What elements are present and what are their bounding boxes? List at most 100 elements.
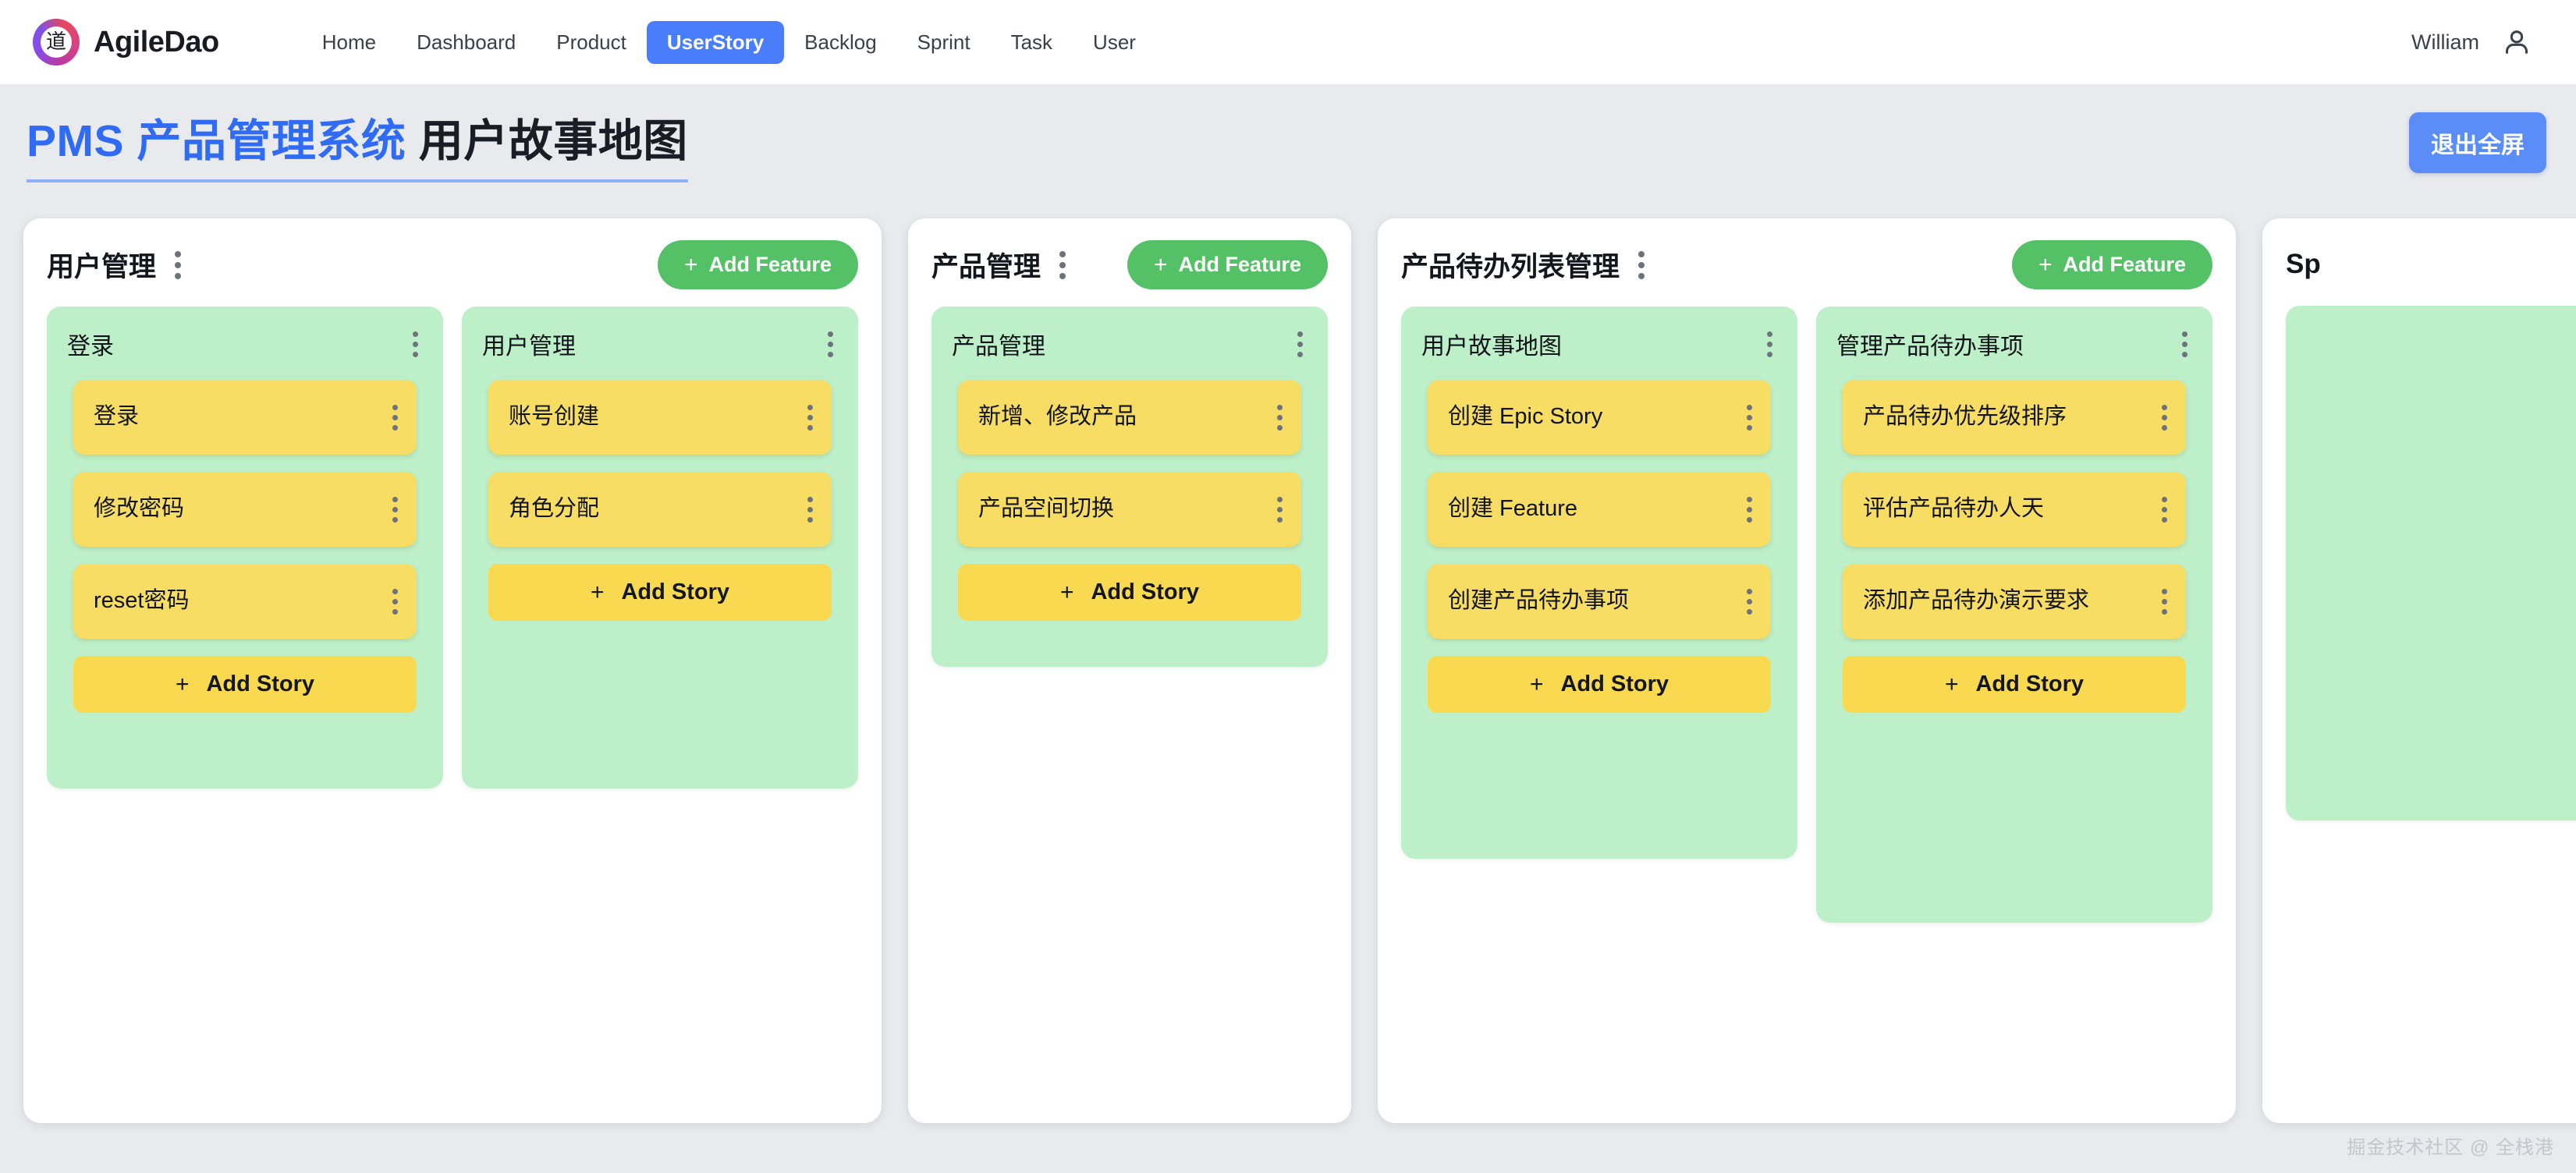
story-title: 产品空间切换 (978, 496, 1115, 522)
add-story-button[interactable]: + Add Story (1843, 656, 2186, 713)
story-card[interactable]: 修改密码 (73, 472, 417, 547)
feature-row: 登录 登录 修改密码 reset密码 + Add Story (47, 307, 858, 788)
feature-column: 产品管理 新增、修改产品 产品空间切换 + Add Story (931, 307, 1328, 667)
plus-icon: + (1944, 671, 1959, 697)
story-menu-icon[interactable] (387, 586, 403, 618)
add-feature-button[interactable]: + Add Feature (2011, 240, 2212, 289)
story-card[interactable]: 创建 Feature (1428, 472, 1771, 547)
add-story-label: Add Story (206, 672, 315, 696)
page-title: PMS 产品管理系统 用户故事地图 (27, 116, 688, 183)
epic-header: 产品待办列表管理 + Add Feature (1401, 240, 2212, 289)
plus-icon: + (683, 251, 698, 278)
feature-menu-icon[interactable] (822, 328, 838, 360)
add-story-label: Add Story (1975, 672, 2085, 696)
epic-header: 产品管理 + Add Feature (931, 240, 1328, 289)
feature-column: 管理产品待办事项 产品待办优先级排序 评估产品待办人天 添加产品待办演示要求 + (1816, 307, 2212, 923)
story-title: 创建 Feature (1448, 496, 1577, 522)
user-name: William (2411, 30, 2479, 54)
feature-header: 管理产品待办事项 (1833, 327, 2195, 361)
nav-link-home[interactable]: Home (321, 30, 377, 54)
story-menu-icon[interactable] (387, 402, 403, 434)
story-title: 登录 (94, 404, 140, 430)
story-menu-icon[interactable] (802, 402, 818, 434)
feature-header: 产品管理 (949, 327, 1311, 361)
user-area[interactable]: William (2411, 27, 2532, 58)
epic-header: 用户管理 + Add Feature (47, 240, 858, 289)
story-menu-icon[interactable] (2156, 586, 2172, 618)
epic-card: 产品管理 + Add Feature 产品管理 新增、修改产品 产品空间切换 (908, 218, 1351, 1123)
epic-menu-icon[interactable] (170, 248, 186, 282)
story-menu-icon[interactable] (1741, 586, 1757, 618)
add-story-button[interactable]: + Add Story (958, 564, 1301, 621)
story-title: 新增、修改产品 (978, 404, 1137, 430)
nav-link-product[interactable]: Product (556, 30, 626, 54)
story-card[interactable]: 评估产品待办人天 (1843, 472, 2186, 547)
page-header: PMS 产品管理系统 用户故事地图 退出全屏 (0, 84, 2576, 209)
plus-icon: + (1059, 579, 1074, 605)
story-title: 产品待办优先级排序 (1863, 404, 2067, 430)
story-menu-icon[interactable] (2156, 402, 2172, 434)
add-story-button[interactable]: + Add Story (1428, 656, 1771, 713)
page-title-primary: PMS 产品管理系统 (27, 116, 406, 166)
plus-icon: + (1153, 251, 1168, 278)
feature-menu-icon[interactable] (2177, 328, 2192, 360)
add-feature-label: Add Feature (708, 253, 832, 276)
watermark: 掘金技术社区 @ 全栈港 (2347, 1137, 2554, 1158)
nav-link-task[interactable]: Task (1010, 30, 1053, 54)
epic-menu-icon[interactable] (1634, 248, 1649, 282)
story-card[interactable]: 新增、修改产品 (958, 380, 1301, 455)
exit-fullscreen-button[interactable]: 退出全屏 (2409, 112, 2546, 173)
story-card[interactable]: 角色分配 (488, 472, 832, 547)
add-feature-label: Add Feature (1178, 253, 1301, 276)
feature-column: 登录 登录 修改密码 reset密码 + Add Story (47, 307, 443, 788)
story-menu-icon[interactable] (1272, 494, 1287, 526)
story-menu-icon[interactable] (1741, 402, 1757, 434)
nav-link-backlog[interactable]: Backlog (804, 30, 877, 54)
nav-link-userstory[interactable]: UserStory (646, 20, 785, 64)
plus-icon: + (590, 579, 605, 605)
feature-menu-icon[interactable] (407, 328, 423, 360)
story-menu-icon[interactable] (2156, 494, 2172, 526)
nav-link-user[interactable]: User (1093, 30, 1136, 54)
add-story-label: Add Story (621, 579, 730, 604)
brand-logo-group[interactable]: 道 AgileDao (33, 19, 219, 66)
feature-title: 登录 (67, 334, 114, 360)
add-feature-button[interactable]: + Add Feature (1127, 240, 1328, 289)
story-card[interactable]: 创建 Epic Story (1428, 380, 1771, 455)
epic-title: 用户管理 (47, 252, 157, 282)
story-menu-icon[interactable] (1741, 494, 1757, 526)
story-card[interactable]: reset密码 (73, 564, 417, 639)
epic-card: Sp (2262, 218, 2576, 1123)
nav-link-dashboard[interactable]: Dashboard (417, 30, 516, 54)
story-menu-icon[interactable] (387, 494, 403, 526)
feature-title: 用户故事地图 (1421, 334, 1562, 360)
story-card[interactable]: 账号创建 (488, 380, 832, 455)
add-feature-button[interactable]: + Add Feature (657, 240, 858, 289)
feature-title: 用户管理 (482, 334, 576, 360)
add-story-button[interactable]: + Add Story (488, 564, 832, 621)
feature-row: 用户故事地图 创建 Epic Story 创建 Feature 创建产品待办事项… (1401, 307, 2212, 923)
story-card[interactable]: 添加产品待办演示要求 (1843, 564, 2186, 639)
story-title: 评估产品待办人天 (1863, 496, 2045, 522)
story-card[interactable]: 创建产品待办事项 (1428, 564, 1771, 639)
feature-column: 用户管理 账号创建 角色分配 + Add Story (462, 307, 858, 788)
feature-title: 产品管理 (952, 334, 1045, 360)
story-card[interactable]: 产品待办优先级排序 (1843, 380, 2186, 455)
brand-name: AgileDao (94, 25, 219, 58)
story-menu-icon[interactable] (1272, 402, 1287, 434)
epic-menu-icon[interactable] (1055, 248, 1070, 282)
epic-title: 产品管理 (931, 252, 1041, 282)
feature-menu-icon[interactable] (1292, 328, 1308, 360)
story-map-board: 用户管理 + Add Feature 登录 登录 修改密码 (0, 209, 2576, 1153)
story-menu-icon[interactable] (802, 494, 818, 526)
add-feature-label: Add Feature (2063, 253, 2186, 276)
plus-icon: + (175, 671, 190, 697)
nav-link-sprint[interactable]: Sprint (917, 30, 970, 54)
story-card[interactable]: 登录 (73, 380, 417, 455)
page-title-secondary: 用户故事地图 (418, 116, 688, 166)
story-card[interactable]: 产品空间切换 (958, 472, 1301, 547)
feature-menu-icon[interactable] (1762, 328, 1777, 360)
add-story-button[interactable]: + Add Story (73, 656, 417, 713)
user-avatar-icon[interactable] (2501, 27, 2532, 58)
plus-icon: + (2038, 251, 2053, 278)
